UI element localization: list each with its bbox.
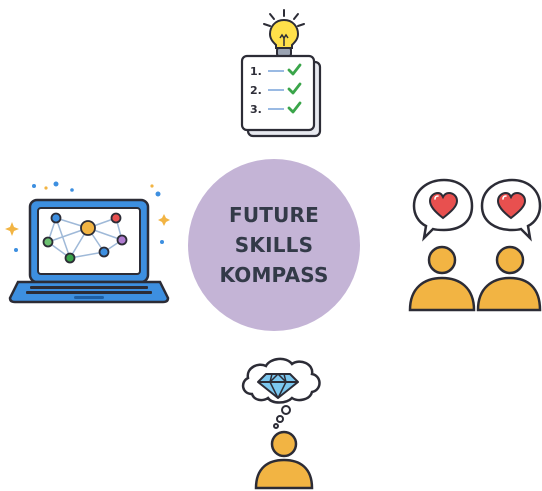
center-title-line-2: SKILLS [234,233,314,257]
center-circle: FUTURE SKILLS KOMPASS [188,159,360,331]
person-diamond-thought-icon [236,356,326,490]
laptop-network-icon [4,180,176,308]
list-number-1: 1. [250,65,262,78]
center-title-line-3: KOMPASS [219,263,329,287]
sparkle-icons [5,214,170,236]
light-rays-icon [263,9,305,27]
center-title-line-1: FUTURE [228,203,320,227]
speech-bubble-heart-right [480,178,542,242]
lightbulb-icon [268,18,300,57]
list-number-3: 3. [250,103,262,116]
check-icons [287,63,302,114]
list-number-2: 2. [250,84,262,97]
checklist-paper [240,54,316,132]
keyboard [26,286,152,294]
person-right-icon [476,245,542,312]
person-icon [254,430,314,490]
diamond-icon [257,373,299,399]
person-left-icon [408,245,476,312]
speech-bubble-heart-left [412,178,474,242]
network-nodes [42,212,128,264]
lightbulb-checklist-icon: 1. 2. 3. [232,8,332,138]
people-heart-speech-icon [404,176,542,316]
